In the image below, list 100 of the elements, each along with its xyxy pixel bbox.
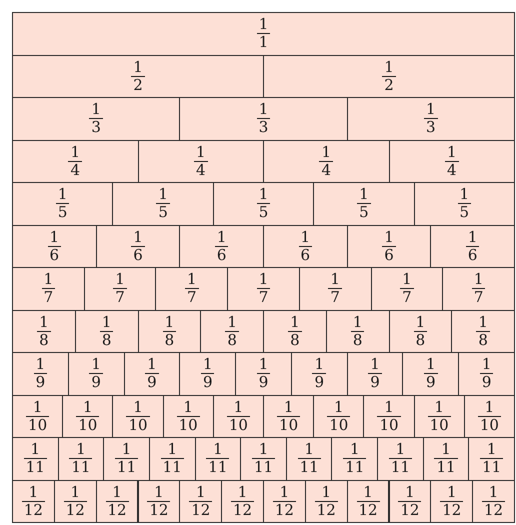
denominator: 3: [256, 118, 270, 136]
denominator: 8: [100, 330, 114, 348]
fraction-bar: [458, 352, 515, 396]
numerator: 1: [82, 400, 94, 416]
numerator: 1: [289, 314, 301, 331]
numerator: 1: [69, 144, 82, 161]
denominator: 7: [42, 288, 56, 306]
denominator: 12: [147, 500, 170, 518]
fraction-bar: [138, 140, 264, 183]
numerator: 1: [466, 230, 478, 246]
denominator: 11: [24, 458, 47, 476]
numerator: 1: [358, 187, 370, 204]
denominator: 11: [298, 458, 321, 476]
fraction-bar: [263, 310, 327, 353]
denominator: 9: [145, 373, 159, 390]
numerator: 1: [486, 442, 498, 458]
fraction-bar: [235, 352, 292, 396]
fraction-bar: [12, 267, 85, 310]
denominator: 11: [388, 458, 412, 476]
denominator: 3: [89, 118, 103, 136]
denominator: 7: [185, 288, 199, 306]
denominator: 11: [115, 458, 138, 476]
denominator: 11: [206, 458, 230, 476]
numerator: 1: [383, 60, 395, 76]
fraction-bar: [112, 182, 214, 226]
numerator: 1: [32, 400, 44, 416]
numerator: 1: [258, 272, 270, 288]
denominator: 10: [176, 416, 200, 433]
denominator: 4: [194, 160, 208, 178]
fraction-bar: [346, 97, 515, 140]
numerator: 1: [394, 442, 406, 458]
numerator: 1: [157, 187, 169, 204]
numerator: 1: [348, 442, 361, 458]
denominator: 4: [319, 160, 334, 178]
denominator: 5: [458, 203, 472, 220]
fraction-bar: [12, 394, 64, 438]
numerator: 1: [258, 187, 270, 204]
numerator: 1: [132, 60, 144, 76]
denominator: 9: [368, 373, 382, 390]
numerator: 1: [56, 187, 68, 204]
denominator: 8: [414, 330, 428, 348]
numerator: 1: [278, 484, 290, 501]
denominator: 1: [256, 33, 270, 50]
fraction-bar: [138, 480, 180, 523]
denominator: 6: [298, 246, 312, 263]
numerator: 1: [153, 484, 165, 501]
denominator: 9: [89, 373, 103, 390]
fraction-bar: [12, 54, 264, 98]
fraction-bar: [12, 224, 97, 268]
fraction-bar: [472, 480, 515, 523]
numerator: 1: [34, 357, 46, 374]
denominator: 12: [356, 500, 380, 518]
denominator: 12: [482, 500, 506, 518]
numerator: 1: [401, 272, 413, 288]
numerator: 1: [383, 400, 395, 416]
denominator: 12: [106, 500, 129, 518]
fraction-bar: [263, 54, 515, 98]
numerator: 1: [329, 272, 341, 288]
numerator: 1: [194, 484, 207, 501]
denominator: 8: [37, 330, 51, 348]
fraction-bar: [464, 394, 515, 438]
fraction-bar: [298, 267, 372, 310]
denominator: 9: [480, 373, 494, 390]
fraction-bar: [96, 224, 180, 268]
denominator: 5: [156, 203, 170, 220]
fraction-bar: [370, 267, 444, 310]
numerator: 1: [446, 144, 458, 161]
fraction-bar: [313, 394, 364, 438]
fraction-bar: [74, 310, 138, 353]
numerator: 1: [333, 400, 345, 416]
numerator: 1: [132, 230, 144, 246]
numerator: 1: [488, 484, 500, 501]
numerator: 1: [404, 484, 416, 501]
fraction-bar: [263, 394, 314, 438]
fraction-bar: [363, 394, 415, 438]
fraction-bar: [212, 182, 314, 226]
numerator: 1: [48, 230, 60, 246]
numerator: 1: [182, 400, 194, 416]
denominator: 10: [126, 416, 150, 433]
fraction-bar: [194, 437, 242, 480]
numerator: 1: [186, 272, 198, 288]
numerator: 1: [313, 357, 326, 374]
fraction-bar: [388, 310, 452, 353]
numerator: 1: [226, 314, 238, 331]
numerator: 1: [320, 484, 332, 501]
fraction-bar: [12, 437, 59, 480]
denominator: 8: [225, 330, 239, 348]
numerator: 1: [216, 230, 228, 246]
fraction-bar: [377, 437, 424, 480]
denominator: 4: [68, 160, 82, 178]
denominator: 12: [398, 500, 422, 518]
numerator: 1: [38, 314, 50, 331]
denominator: 11: [480, 458, 504, 476]
fraction-bar: [12, 310, 76, 353]
fraction-bar: [263, 480, 306, 523]
fraction-bar: [388, 140, 515, 183]
numerator: 1: [258, 17, 270, 34]
numerator: 1: [440, 442, 452, 458]
denominator: 7: [400, 288, 414, 306]
numerator: 1: [258, 357, 270, 374]
